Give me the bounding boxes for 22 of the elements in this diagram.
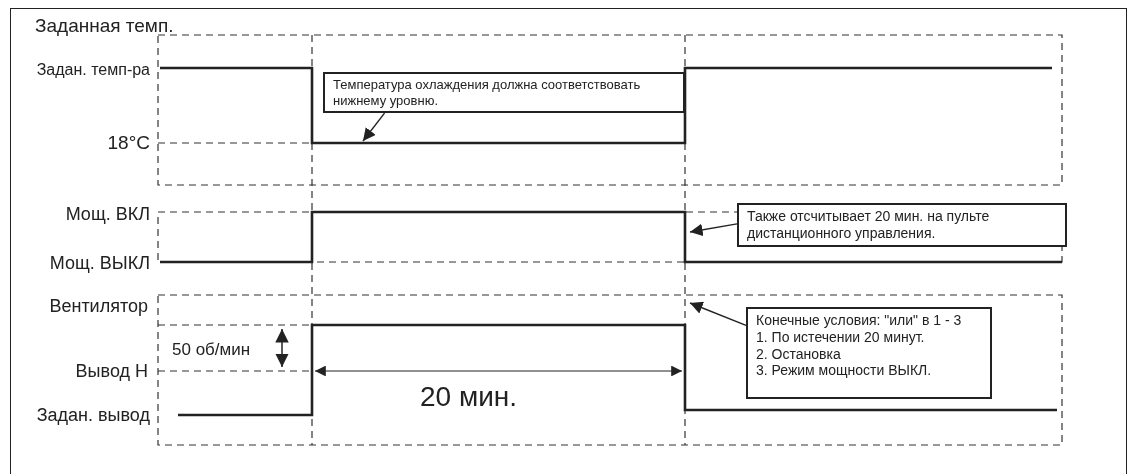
axis-label: Задан. темп-ра (36, 62, 150, 78)
callout-text: 2. Остановка (756, 345, 842, 363)
axis-label: Вывод H (75, 362, 148, 380)
duration-label: 20 мин. (420, 383, 518, 411)
leader-line (362, 112, 386, 142)
axis-label: 18°C (107, 133, 150, 152)
callout-box (323, 72, 685, 114)
leader-line (689, 301, 747, 327)
axis-label: Мощ. ВКЛ (65, 205, 150, 223)
dimension-label: 50 об/мин (172, 341, 251, 358)
callout-text: 3. Режим мощности ВЫКЛ. (756, 362, 933, 380)
callout-text: 1. По истечении 20 минут. (756, 328, 926, 346)
leader-line (689, 223, 738, 237)
axis-label: Вентилятор (49, 297, 148, 315)
callout-text: Температура охлаждения должна соответствовать нижнему уровню. (333, 77, 642, 109)
callout-text: Конечные условия: "или" в 1 - 3 (756, 312, 963, 329)
callout-box (746, 307, 992, 399)
axis-label: Задан. вывод (36, 406, 150, 424)
chart-title: Заданная темп. (35, 16, 174, 35)
callout-text: Также отсчитывает 20 мин. на пульте дистанционного управления. (747, 208, 991, 242)
axis-label: Мощ. ВЫКЛ (49, 254, 150, 272)
callout-box (737, 203, 1067, 247)
